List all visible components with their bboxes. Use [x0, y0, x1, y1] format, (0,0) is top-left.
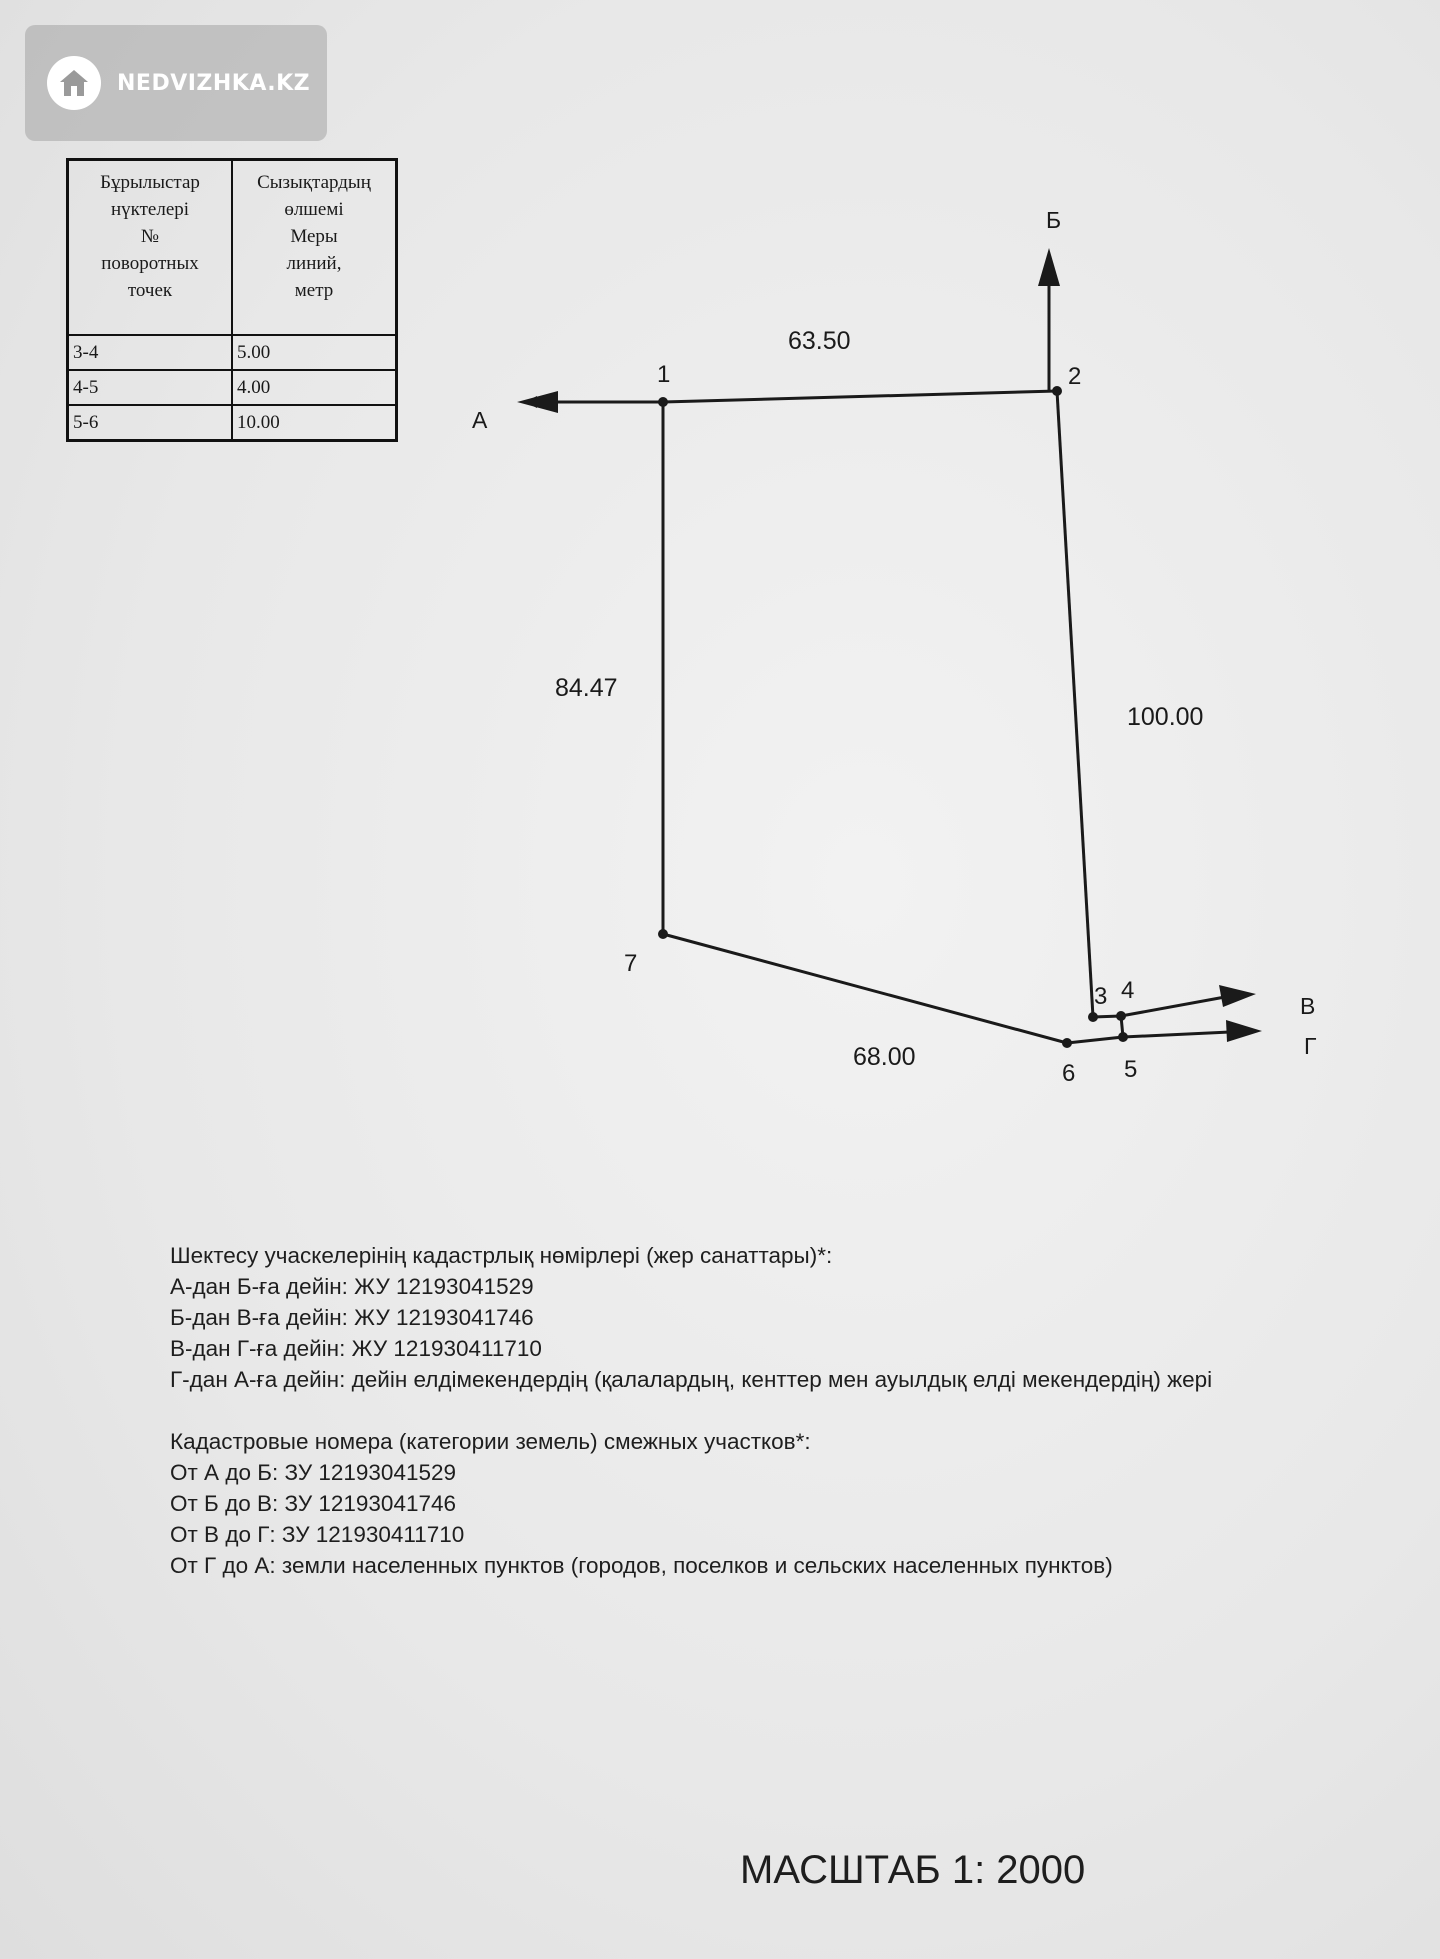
- point-label-7: 7: [624, 950, 637, 977]
- boundary-line-6-7: [662, 932, 1068, 1045]
- table-row: 5-6 10.00: [66, 404, 398, 442]
- plot-boundary: [661, 389, 1125, 1045]
- row-points: 4-5: [66, 369, 233, 406]
- adjacent-plots-notes: Шектесу учаскелерінің кадастрлық нөмірле…: [170, 1240, 1212, 1581]
- row-points: 3-4: [66, 334, 233, 371]
- point-label-3: 3: [1094, 983, 1107, 1010]
- point-label-2: 2: [1068, 363, 1081, 390]
- vertex-points: [658, 386, 1128, 1048]
- row-points: 5-6: [66, 404, 233, 442]
- header-line: №: [140, 226, 160, 247]
- row-length: 4.00: [231, 369, 398, 406]
- watermark-text: NEDVIZHKA.KZ: [117, 70, 311, 96]
- notes-spacer: [170, 1395, 1212, 1426]
- point-label-6: 6: [1062, 1060, 1075, 1087]
- notes-ru-line: От Г до А: земли населенных пунктов (гор…: [170, 1553, 1113, 1578]
- row-length: 10.00: [231, 404, 398, 442]
- header-line: өлшемі: [284, 199, 344, 220]
- header-line: нүктелері: [110, 199, 190, 220]
- line-length-labels: 63.50 100.00 68.00 84.47: [555, 327, 1203, 1071]
- point-label-1: 1: [657, 361, 670, 388]
- notes-kz-heading: Шектесу учаскелерінің кадастрлық нөмірле…: [170, 1243, 833, 1268]
- point-label-4: 4: [1121, 977, 1134, 1004]
- direction-label-v: В: [1300, 993, 1315, 1019]
- header-line: Меры: [290, 226, 338, 247]
- vertex-6: [1062, 1038, 1072, 1048]
- notes-ru-line: От В до Г: ЗУ 121930411710: [170, 1522, 465, 1547]
- vertex-1: [658, 397, 668, 407]
- arrow-g-head: [1226, 1020, 1262, 1042]
- header-line: Сызықтардың: [257, 172, 371, 193]
- notes-ru-line: От Б до В: ЗУ 12193041746: [170, 1491, 457, 1516]
- length-label-2-3: 100.00: [1127, 703, 1203, 731]
- table-row: 3-4 5.00: [66, 334, 398, 371]
- arrow-v: [1120, 995, 1226, 1018]
- direction-label-a: А: [472, 407, 488, 433]
- notes-ru-line: От А до Б: ЗУ 12193041529: [170, 1460, 457, 1485]
- vertex-5: [1118, 1032, 1128, 1042]
- vertex-7: [658, 929, 668, 939]
- home-icon: [47, 56, 101, 110]
- direction-labels: А Б В Г: [472, 207, 1317, 1059]
- direction-label-g: Г: [1304, 1033, 1317, 1059]
- direction-label-b: Б: [1046, 207, 1061, 233]
- table-row: 4-5 4.00: [66, 369, 398, 406]
- row-length: 5.00: [231, 334, 398, 371]
- header-line: метр: [294, 280, 334, 301]
- vertex-2: [1052, 386, 1062, 396]
- arrow-v-head: [1219, 985, 1256, 1007]
- direction-arrows: [517, 248, 1262, 1042]
- arrow-g: [1122, 1030, 1231, 1039]
- header-line: точек: [127, 280, 173, 301]
- table-header-lengths: Сызықтардың өлшемі Меры линий, метр: [231, 158, 398, 336]
- watermark-badge: NEDVIZHKA.KZ: [25, 25, 327, 141]
- arrow-a-head: [517, 391, 558, 413]
- vertex-3: [1088, 1012, 1098, 1022]
- length-label-7-1: 84.47: [555, 674, 618, 702]
- point-label-5: 5: [1124, 1056, 1137, 1083]
- notes-kz-line: Б-дан В-ға дейін: ЖУ 12193041746: [170, 1305, 534, 1330]
- header-line: Бұрылыстар: [100, 172, 200, 193]
- boundary-line-2-3: [1055, 390, 1095, 1018]
- header-line: поворотных: [101, 253, 199, 274]
- boundary-line-1-2: [662, 389, 1058, 404]
- notes-ru-heading: Кадастровые номера (категории земель) см…: [170, 1429, 811, 1454]
- notes-kz-line: А-дан Б-ға дейін: ЖУ 12193041529: [170, 1274, 534, 1299]
- table-header-points: Бұрылыстар нүктелері № поворотных точек: [66, 158, 233, 336]
- length-label-6-7: 68.00: [853, 1043, 916, 1071]
- length-label-1-2: 63.50: [788, 327, 851, 355]
- notes-kz-line: Г-дан А-ға дейін: дейін елдімекендердің …: [170, 1367, 1213, 1392]
- notes-kz-line: В-дан Г-ға дейін: ЖУ 121930411710: [170, 1336, 542, 1361]
- point-labels: 1 2 3 4 5 6 7: [624, 361, 1137, 1087]
- arrow-b-head: [1038, 248, 1060, 286]
- scale-label: МАСШТАБ 1: 2000: [740, 1848, 1086, 1892]
- vertex-4: [1116, 1011, 1126, 1021]
- boundary-line-5-6: [1066, 1035, 1124, 1045]
- header-line: линий,: [286, 253, 342, 274]
- line-lengths-table: Бұрылыстар нүктелері № поворотных точек …: [66, 158, 398, 442]
